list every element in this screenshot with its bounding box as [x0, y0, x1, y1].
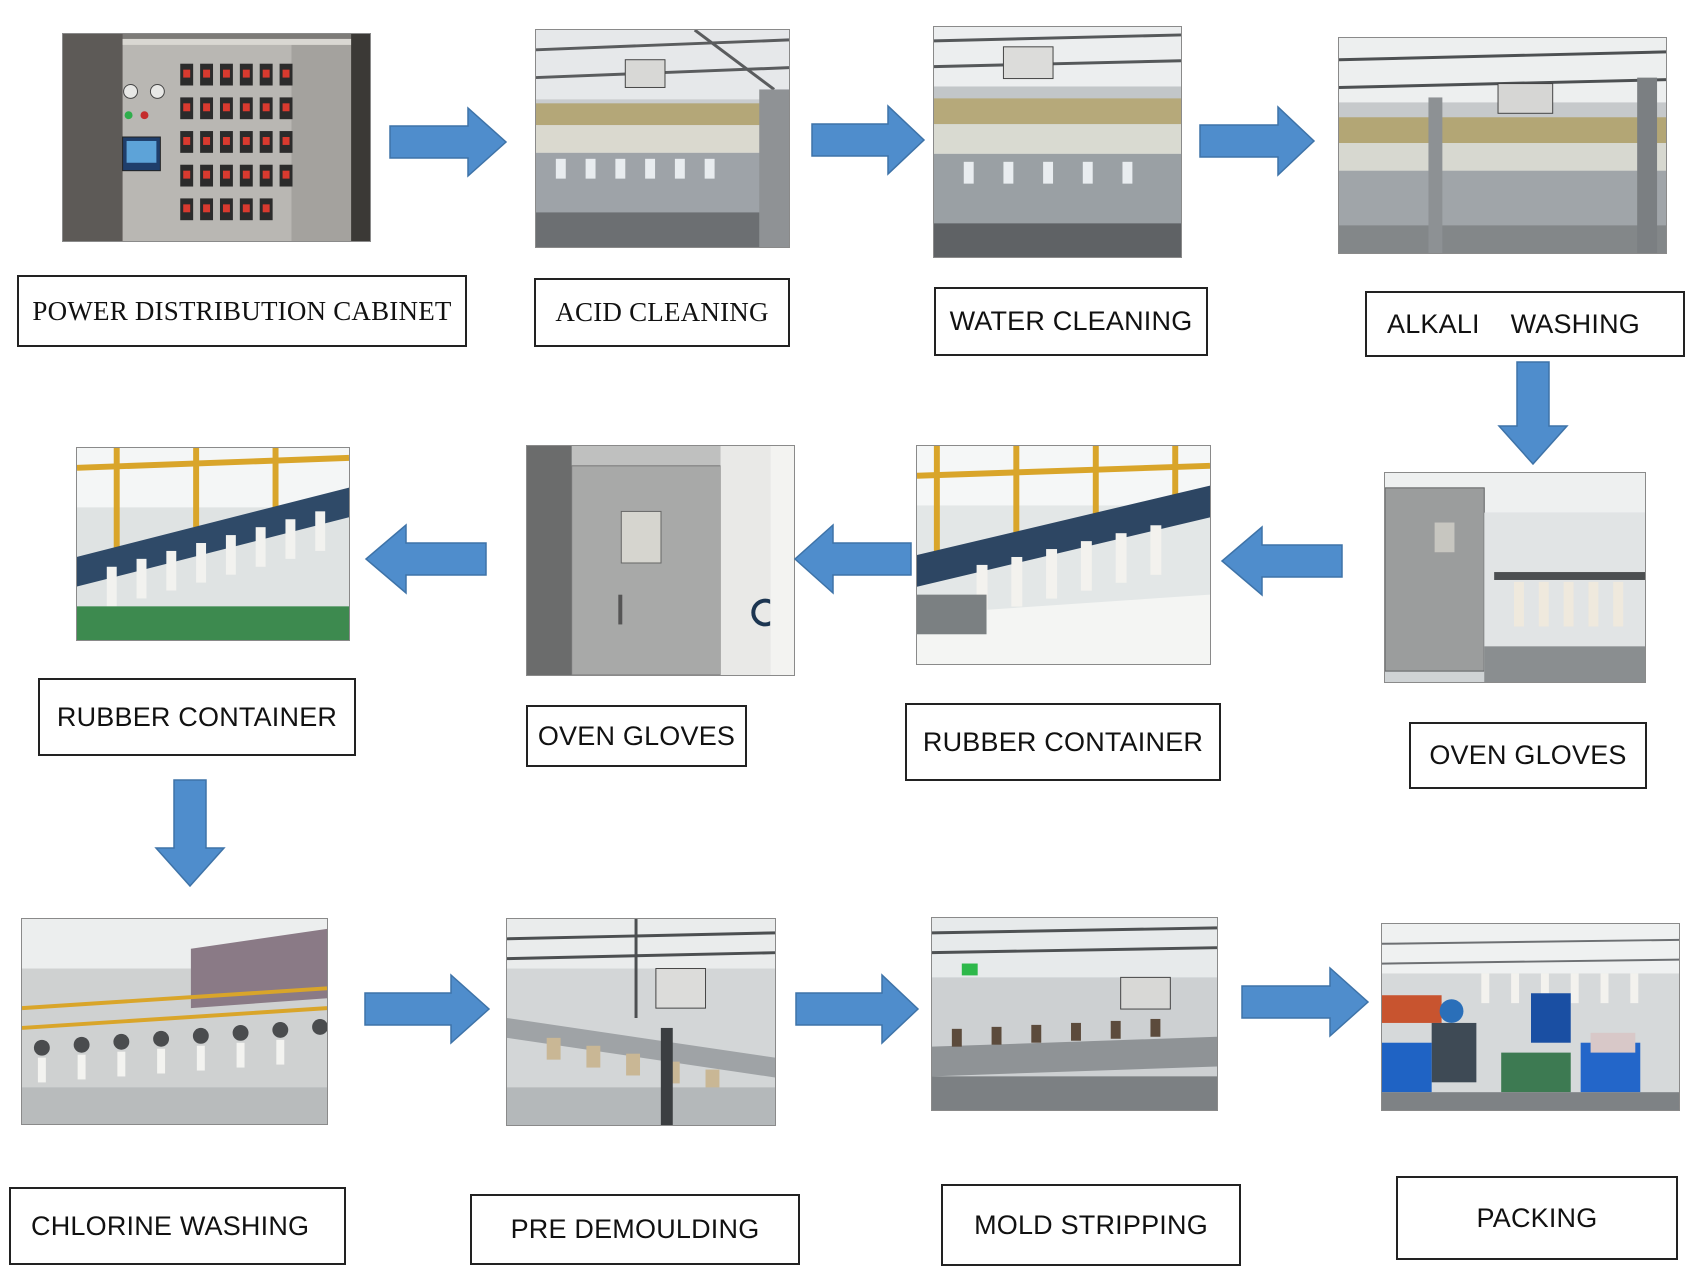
photo-chlorine-washing: [21, 918, 328, 1125]
arrow-down-2: [154, 779, 226, 888]
photo-oven-gloves-1: [1384, 472, 1646, 683]
photo-oven-gloves-2: [526, 445, 795, 676]
label-alkali-washing: ALKALI WASHING: [1365, 291, 1685, 357]
photo-pre-demoulding: [506, 918, 776, 1126]
photo-alkali-washing: [1338, 37, 1667, 254]
label-rubber-container-2: RUBBER CONTAINER: [38, 678, 356, 756]
label-packing: PACKING: [1396, 1176, 1678, 1260]
label-acid-cleaning: ACID CLEANING: [534, 278, 790, 347]
label-chlorine-washing: CHLORINE WASHING: [9, 1187, 346, 1265]
photo-mold-stripping: [931, 917, 1218, 1111]
label-mold-stripping: MOLD STRIPPING: [941, 1184, 1241, 1266]
label-pre-demoulding: PRE DEMOULDING: [470, 1194, 800, 1265]
label-water-cleaning: WATER CLEANING: [934, 287, 1208, 356]
photo-water-cleaning: [933, 26, 1182, 258]
arrow-down-1: [1497, 361, 1569, 466]
arrow-right-1: [389, 106, 508, 178]
label-oven-gloves-1: OVEN GLOVES: [1409, 722, 1647, 789]
arrow-left-3: [1220, 525, 1343, 597]
label-power-distribution-cabinet: POWER DISTRIBUTION CABINET: [17, 275, 467, 347]
photo-rubber-container-1: [916, 445, 1211, 665]
arrow-right-6: [1241, 966, 1370, 1038]
photo-acid-cleaning: [535, 29, 790, 248]
arrow-right-5: [795, 973, 920, 1045]
arrow-right-2: [811, 104, 926, 176]
arrow-right-4: [364, 973, 491, 1045]
label-rubber-container-1: RUBBER CONTAINER: [905, 703, 1221, 781]
photo-power-distribution-cabinet: [62, 33, 371, 242]
photo-packing: [1381, 923, 1680, 1111]
arrow-right-3: [1199, 105, 1316, 177]
photo-rubber-container-2: [76, 447, 350, 641]
arrow-left-1: [364, 523, 487, 595]
label-oven-gloves-2: OVEN GLOVES: [526, 705, 747, 767]
arrow-left-2: [793, 523, 912, 595]
